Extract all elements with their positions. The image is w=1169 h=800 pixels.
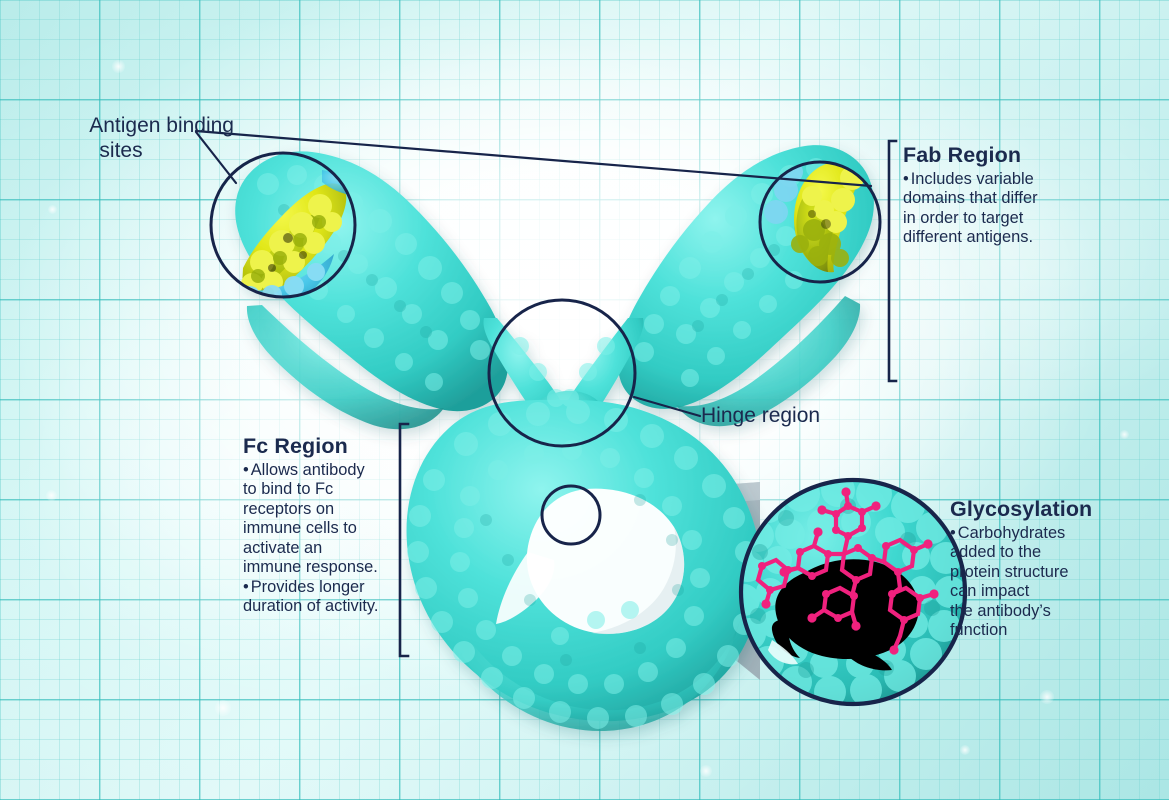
hinge-region-label: Hinge region	[701, 404, 821, 427]
glycosylation-magnified-circle	[738, 477, 968, 707]
antigen-binding-residues-right	[791, 163, 864, 273]
fab-region-title: Fab Region	[903, 143, 1022, 167]
fc-bullet-line: immune cells to	[243, 519, 357, 538]
fab-bullet-line: •Includes variable	[903, 170, 1038, 190]
fab-bullet-line: in order to target	[903, 208, 1024, 227]
hinge-region-circle	[487, 298, 637, 448]
glyco-bullet-line: protein structure	[950, 562, 1069, 581]
glycosylation-title: Glycosylation	[950, 497, 1093, 521]
fc-bullet-line: •Allows antibody	[243, 461, 378, 481]
fc-bullet-line: receptors on	[243, 499, 335, 518]
leader-antigen-to-right-circle	[194, 129, 873, 188]
bullet-marker-icon: •	[243, 460, 249, 479]
glycosylation-bullets: •Carbohydrates added to the protein stru…	[950, 524, 1092, 641]
antigen-binding-sites-label: Antigen binding sites	[34, 113, 234, 163]
glyco-bullet-line: •Carbohydrates	[950, 524, 1092, 544]
bullet-text: Provides longer	[250, 577, 365, 596]
antigen-binding-site-right-circle	[758, 160, 882, 284]
bullet-marker-icon: •	[903, 169, 909, 188]
bullet-text: Includes variable	[910, 169, 1034, 188]
bullet-text: Allows antibody	[250, 460, 365, 479]
fab-bullet-line: domains that differ	[903, 189, 1038, 208]
fc-bullet-line: to bind to Fc	[243, 480, 334, 499]
glycosylation-source-circle	[540, 484, 602, 546]
antigen-binding-site-left-circle	[209, 151, 357, 299]
fc-region-title: Fc Region	[243, 434, 348, 458]
leader-antigen-to-left-circle	[194, 130, 238, 185]
region-brackets	[398, 139, 898, 658]
fab-bullet-line: different antigens.	[903, 228, 1034, 247]
bullet-marker-icon: •	[243, 577, 249, 596]
glyco-bullet-line: added to the	[950, 543, 1042, 562]
glyco-bullet-line: the antibody’s	[950, 601, 1051, 620]
antigen-label-line-1: Antigen binding	[89, 114, 234, 137]
bullet-marker-icon: •	[950, 523, 956, 542]
bullet-text: Carbohydrates	[957, 523, 1066, 542]
fab-region-callout: Fab Region •Includes variable domains th…	[903, 143, 1038, 248]
fc-region-bracket	[398, 422, 410, 658]
fc-bullet-line: •Provides longer	[243, 578, 378, 598]
fc-region-callout: Fc Region •Allows antibody to bind to Fc…	[243, 434, 378, 617]
leader-hinge	[632, 395, 702, 418]
fab-region-bullets: •Includes variable domains that differ i…	[903, 170, 1038, 248]
antigen-label-line-2: sites	[99, 139, 143, 163]
fc-bullet-line: activate an	[243, 538, 323, 557]
fc-bullet-line: duration of activity.	[243, 597, 379, 616]
leader-lines	[194, 129, 873, 418]
fc-region-bullets: •Allows antibody to bind to Fc receptors…	[243, 461, 378, 617]
glyco-bullet-line: function	[950, 621, 1008, 640]
glyco-bullet-line: can impact	[950, 582, 1030, 601]
glycosylation-inset	[738, 477, 968, 707]
glycosylation-callout: Glycosylation •Carbohydrates added to th…	[950, 497, 1092, 641]
callout-circles	[209, 151, 882, 546]
glycan-atom-nodes	[758, 487, 939, 655]
fc-bullet-line: immune response.	[243, 558, 378, 577]
fab-region-bracket	[887, 139, 898, 383]
